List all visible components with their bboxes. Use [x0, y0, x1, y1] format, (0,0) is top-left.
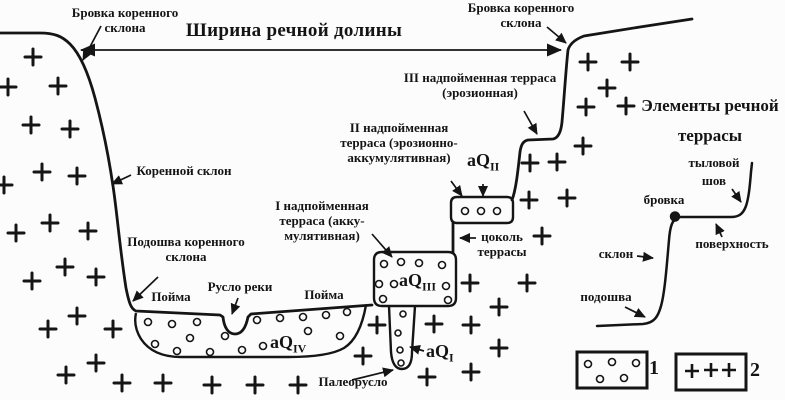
label-ruslo-reki: Русло реки [207, 279, 273, 294]
leader-terrace3 [523, 110, 538, 135]
label-brovka-right: Бровка коренного склона [467, 0, 575, 31]
label-korennoy-sklon: Коренной склон [136, 163, 232, 178]
leader-sklon-inset [636, 251, 654, 262]
label-aq1: aQI [426, 341, 454, 365]
paleochannel-aq1 [387, 305, 417, 371]
alluvium-aq4-lens [134, 304, 368, 359]
label-tsokol: цоколь террасы [477, 229, 527, 260]
leader-podoshva-inset [624, 306, 646, 318]
label-sklon-inset: склон [598, 246, 634, 261]
brovka-point-dot [669, 211, 681, 222]
legend-box-1 [575, 350, 649, 390]
terrace-elements-profile [595, 161, 754, 328]
leader-brovka-left [82, 25, 102, 61]
label-terrace2: II надпойменная терраса (эрозионно- акку… [340, 120, 458, 166]
label-terrace3: III надпойменная терраса (эрозионная) [403, 70, 557, 101]
leader-tylovoy-shov [731, 188, 742, 203]
legend-number-2: 2 [750, 359, 760, 381]
label-poyma-left: Пойма [151, 289, 191, 304]
bedrock-crosses [0, 47, 640, 395]
label-poyma-right: Пойма [304, 287, 344, 302]
label-aq2: aQII [467, 150, 500, 174]
label-aq4: aQIV [270, 332, 307, 356]
leader-aq1 [409, 344, 425, 355]
legend-number-1: 1 [649, 357, 659, 379]
leader-paleoruslo [351, 367, 394, 381]
leader-korennoy-sklon [111, 174, 132, 185]
label-poverkhnost: поверхность [695, 236, 769, 251]
legend-box-2 [674, 352, 748, 392]
terrace1-alluvium-aq3 [372, 250, 458, 308]
inset-title: Элементы речной террасы [641, 96, 779, 145]
label-podoshva-main: Подошва коренного склона [127, 234, 245, 265]
leader-brovka-right [546, 26, 567, 44]
label-tylovoy-shov: тыловой шов [688, 155, 740, 188]
label-podoshva-inset: подошва [580, 289, 632, 304]
leader-terrace1 [371, 233, 393, 258]
leader-arrows [82, 25, 742, 381]
leader-poverkhnost [715, 223, 725, 238]
label-brovka-left: Бровка коренного склона [71, 5, 179, 36]
label-aq3: aQIII [399, 270, 437, 294]
alluvium-pebbles [143, 206, 502, 367]
valley-width-title: Ширина речной долины [185, 20, 403, 41]
label-brovka-inset: бровка [643, 192, 685, 207]
bedrock-profile-line [0, 17, 694, 336]
leader-ruslo [230, 297, 241, 315]
terrace2-alluvium-aq2 [449, 195, 515, 225]
leader-podoshva [132, 276, 159, 302]
leader-terrace2 [450, 180, 463, 197]
label-paleoruslo: Палеорусло [318, 374, 388, 389]
label-terrace1: I надпойменная терраса (акку- мулятивная… [275, 198, 369, 244]
